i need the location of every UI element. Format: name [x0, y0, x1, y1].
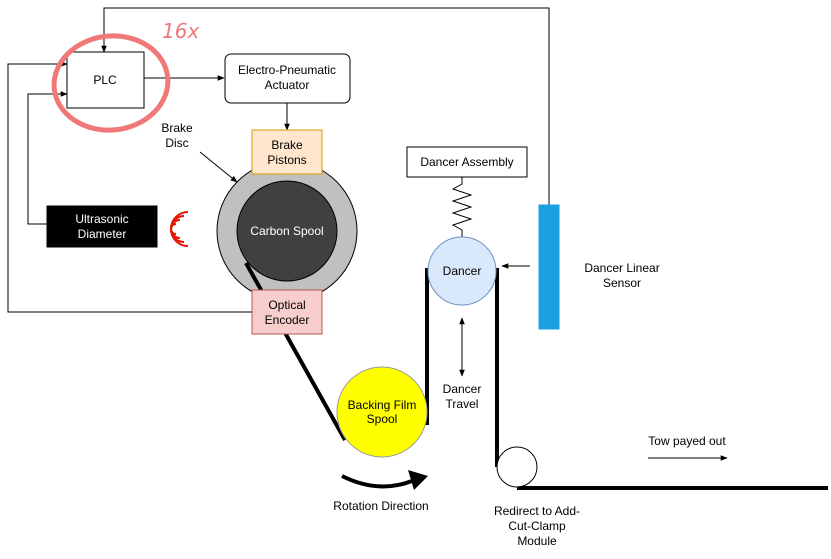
optical-encoder-block[interactable] [251, 289, 323, 335]
optical-encoder-label-line2: Encoder [265, 313, 310, 327]
dancer-sensor-label-line1: Dancer Linear [584, 261, 659, 275]
actuator-label-line2: Actuator [265, 78, 310, 92]
redirect-label-line1: Redirect to Add- [494, 504, 580, 518]
ultrasonic-label-line2: Diameter [78, 227, 127, 241]
dancer-assembly-label: Dancer Assembly [420, 155, 513, 169]
backing-film-spool[interactable] [336, 366, 428, 458]
brake-disc-label-line1: Brake [161, 121, 193, 135]
carbon-spool-label: Carbon Spool [250, 224, 323, 238]
brake-pistons-label-line2: Pistons [267, 153, 306, 167]
carbon-spool[interactable] [236, 180, 338, 282]
handwritten-note: 16x [162, 19, 199, 43]
dancer-label: Dancer [443, 264, 482, 278]
brake-pistons-label-line1: Brake [271, 138, 303, 152]
backing-film-label-line1: Backing Film [348, 398, 417, 412]
redirect-roller[interactable] [496, 446, 538, 488]
ultrasonic-feedback-line [27, 91, 68, 225]
dancer-spring [451, 177, 473, 237]
dancer-sensor-label-line2: Sensor [603, 276, 641, 290]
actuator-block[interactable] [224, 53, 351, 104]
backing-film-label-line2: Spool [367, 412, 398, 426]
dancer-linear-sensor[interactable] [538, 204, 560, 330]
ultrasonic-block[interactable] [46, 205, 158, 248]
rotation-direction-arrow [341, 474, 413, 489]
dancer-assembly-block[interactable] [406, 146, 528, 178]
dancer-travel-label-line1: Dancer [443, 382, 482, 396]
actuator-label-line1: Electro-Pneumatic [238, 63, 336, 77]
brake-disc-label-line2: Disc [165, 136, 188, 150]
redirect-label-line3: Module [517, 534, 557, 548]
redirect-label-line2: Cut-Clamp [508, 519, 566, 533]
rotation-direction-label: Rotation Direction [333, 499, 428, 513]
dancer-roller[interactable] [427, 236, 497, 306]
encoder-feedback-line [7, 61, 252, 313]
sensor-feedback-line [101, 7, 550, 205]
brake-pistons-block[interactable] [251, 129, 323, 175]
dancer-travel-label-line2: Travel [446, 397, 479, 411]
plc-label: PLC [93, 73, 117, 87]
plc-block[interactable] [66, 51, 145, 109]
brake-disc-pointer-arrow [199, 151, 238, 183]
tow-payed-out-label: Tow payed out [648, 434, 726, 448]
ultrasonic-label-line1: Ultrasonic [75, 212, 128, 226]
optical-encoder-label-line1: Optical [268, 298, 305, 312]
plc-highlight-circle [51, 33, 171, 133]
ultrasonic-signal-icon [170, 211, 189, 247]
rotation-arrowhead [408, 470, 428, 490]
